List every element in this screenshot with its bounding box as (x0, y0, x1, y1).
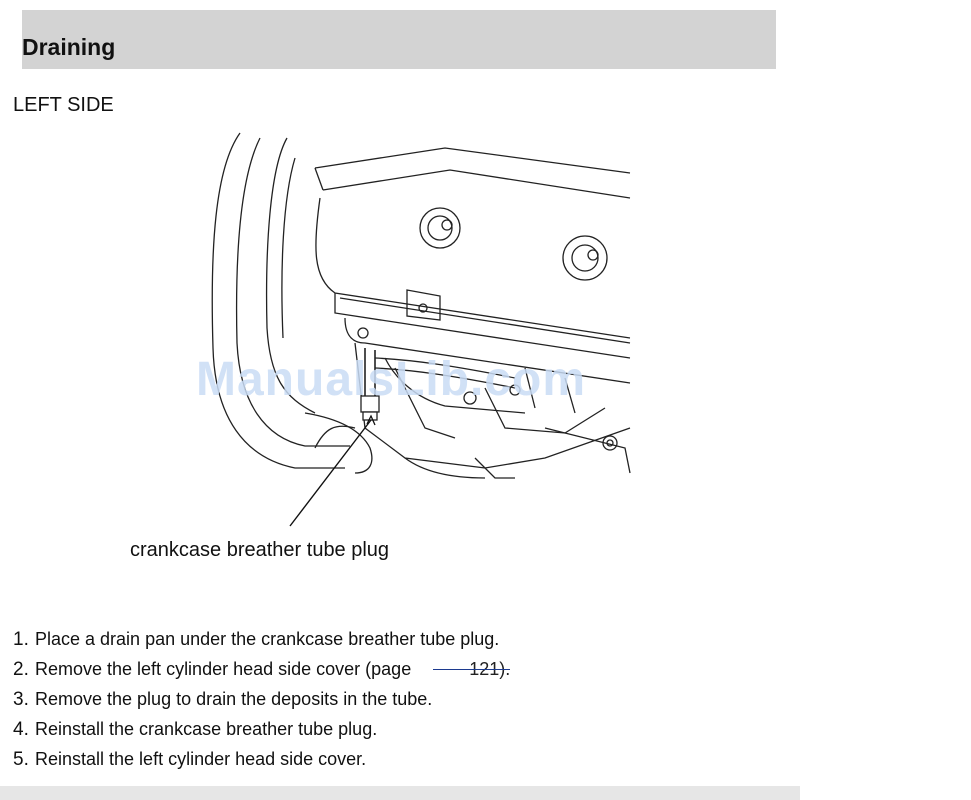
step-text: Reinstall the left cylinder head side co… (35, 749, 367, 769)
step-number: 2. (13, 659, 29, 680)
section-header: Draining (22, 10, 776, 69)
page-reference-link[interactable]: 121). (433, 656, 511, 682)
section-title: Draining (22, 34, 116, 60)
step-number: 5. (13, 749, 29, 770)
step-text: Reinstall the crankcase breather tube pl… (35, 719, 378, 739)
list-item: 5. Reinstall the left cylinder head side … (13, 746, 510, 776)
callout-label: crankcase breather tube plug (130, 539, 390, 561)
step-number: 1. (13, 629, 29, 650)
step-text: Remove the left cylinder head side cover… (35, 659, 412, 679)
watermark: ManualsLib.com (196, 353, 587, 406)
list-item: 3. Remove the plug to drain the deposits … (13, 686, 510, 716)
step-number: 3. (13, 689, 29, 710)
list-item: 2. Remove the left cylinder head side cov… (13, 656, 511, 686)
step-text: Place a drain pan under the crankcase br… (35, 629, 500, 649)
step-number: 4. (13, 719, 29, 740)
list-item: 4. Reinstall the crankcase breather tube … (13, 716, 510, 746)
step-text: Remove the plug to drain the deposits in… (35, 689, 433, 709)
list-item: 1. Place a drain pan under the crankcase … (13, 626, 510, 656)
engine-illustration (211, 132, 631, 527)
figure-label: LEFT SIDE (13, 94, 114, 116)
steps-list: 1. Place a drain pan under the crankcase … (13, 626, 511, 776)
bottom-bar (0, 786, 800, 800)
